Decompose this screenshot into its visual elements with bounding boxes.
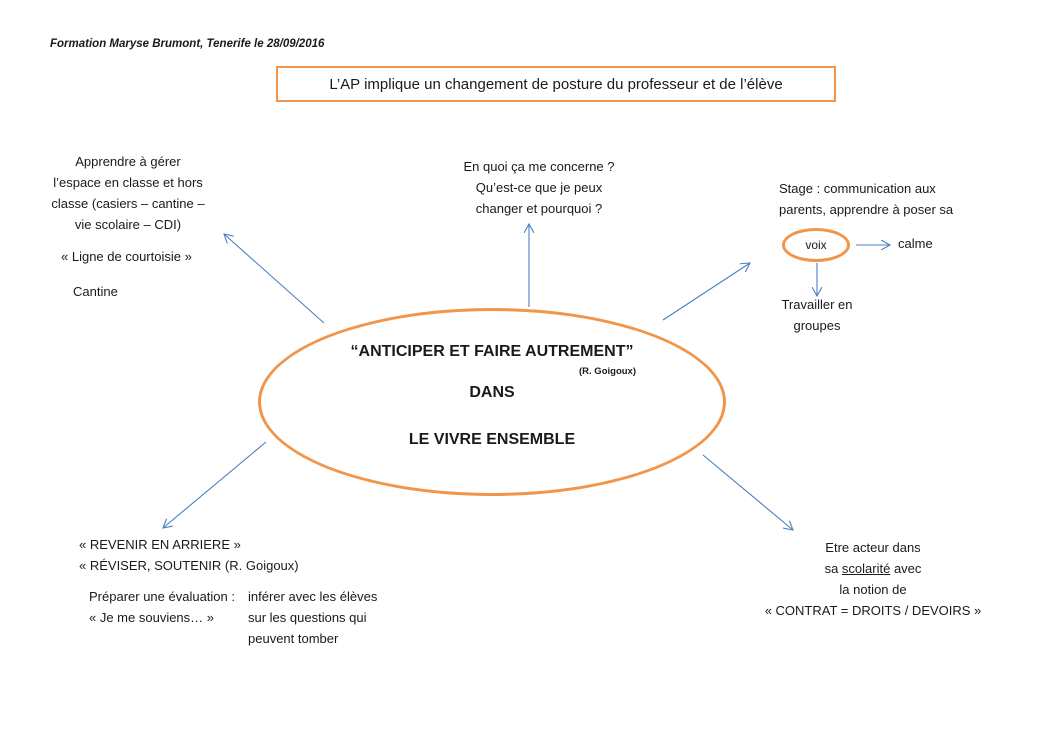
col1-line: « Je me souviens… » [89, 610, 215, 625]
top-left-line: Apprendre à gérer [75, 154, 181, 169]
top-right-block: Stage : communication aux parents, appre… [779, 178, 953, 220]
arrow-top-right [662, 263, 750, 321]
voix-label: voix [805, 238, 827, 252]
center-line1: “ANTICIPER ET FAIRE AUTREMENT” [350, 343, 634, 360]
bottom-right-line3: la notion de [839, 582, 907, 597]
scolarite-underlined: scolarité [841, 561, 891, 576]
document-header: Formation Maryse Brumont, Tenerife le 28… [50, 38, 325, 50]
col2-line: sur les questions qui [248, 610, 367, 625]
arrow-bottom-left [163, 441, 267, 528]
top-left-block: Apprendre à gérer l’espace en classe et … [38, 151, 218, 235]
col2-line: inférer avec les élèves [248, 589, 378, 604]
title-text: L’AP implique un changement de posture d… [329, 75, 783, 93]
groupes-line: Travailler en [781, 297, 853, 312]
central-ellipse [258, 308, 726, 496]
arrow-bottom-right [702, 454, 793, 530]
bottom-left-col2: inférer avec les élèves sur les question… [248, 586, 377, 649]
scolarite-post: avec [890, 561, 922, 576]
top-left-line: vie scolaire – CDI) [74, 217, 182, 232]
bottom-right-line1: Etre acteur dans [825, 540, 921, 555]
cantine-label: Cantine [73, 284, 118, 299]
top-right-line: Stage : communication aux [779, 181, 936, 196]
arrow-top-left [224, 234, 325, 324]
top-center-line: Qu’est-ce que je peux [475, 180, 603, 195]
center-citation: (R. Goigoux) [579, 366, 636, 377]
groupes-line: groupes [793, 318, 841, 333]
bottom-right-block: Etre acteur dans sa scolarité avec la no… [748, 537, 998, 621]
voix-oval: voix [782, 228, 850, 262]
col1-line: Préparer une évaluation : [89, 589, 235, 604]
title-box: L’AP implique un changement de posture d… [276, 66, 836, 102]
top-center-block: En quoi ça me concerne ? Qu’est-ce que j… [449, 156, 629, 219]
bottom-left-line: « REVENIR EN ARRIERE » [79, 537, 241, 552]
bottom-left-line: « RÉVISER, SOUTENIR (R. Goigoux) [79, 558, 299, 573]
top-center-line: changer et pourquoi ? [475, 201, 603, 216]
center-line3: LE VIVRE ENSEMBLE [408, 431, 576, 448]
top-center-line: En quoi ça me concerne ? [463, 159, 615, 174]
col2-line: peuvent tomber [248, 631, 339, 646]
scolarite-pre: sa [824, 561, 842, 576]
calme-label: calme [898, 236, 933, 251]
bottom-right-line2: sa scolarité avec [748, 558, 998, 579]
bottom-right-line4: « CONTRAT = DROITS / DEVOIRS » [764, 603, 982, 618]
bottom-left-block: « REVENIR EN ARRIERE » « RÉVISER, SOUTEN… [79, 534, 299, 576]
top-left-line: classe (casiers – cantine – [51, 196, 205, 211]
top-right-line: parents, apprendre à poser sa [779, 202, 954, 217]
groupes-block: Travailler en groupes [765, 294, 869, 336]
bottom-left-col1: Préparer une évaluation : « Je me souvie… [89, 586, 235, 628]
center-line2: DANS [469, 384, 515, 401]
top-left-line: l’espace en classe et hors [53, 175, 203, 190]
ligne-courtoisie: « Ligne de courtoisie » [61, 249, 192, 264]
